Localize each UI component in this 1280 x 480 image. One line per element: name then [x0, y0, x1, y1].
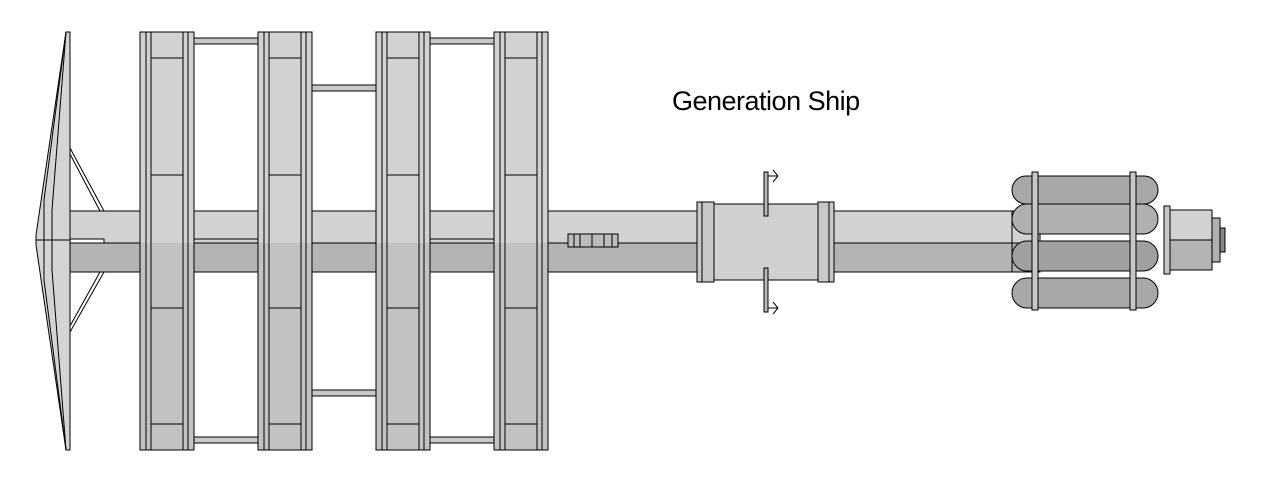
forward-shield-dish [35, 31, 105, 451]
habitat-ring [375, 31, 431, 451]
habitat-rings [139, 31, 549, 451]
habitat-ring [257, 31, 313, 451]
tank-cluster [1011, 171, 1159, 311]
habitat-ring [493, 31, 549, 451]
habitat-ring [139, 31, 195, 451]
spine-module [567, 233, 619, 248]
aft-engine [1163, 205, 1226, 275]
mid-module [696, 169, 835, 315]
diagram-title: Generation Ship [672, 86, 860, 116]
